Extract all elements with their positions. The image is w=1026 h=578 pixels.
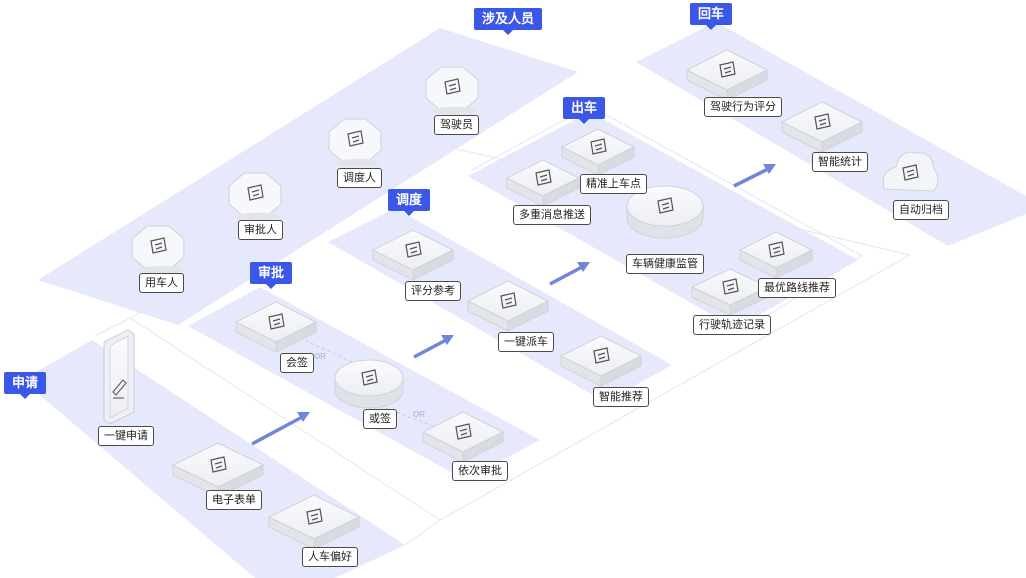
node-label-precise-pickup[interactable]: 精准上车点 — [580, 174, 647, 194]
node-approver[interactable] — [228, 172, 282, 221]
node-sequential[interactable] — [421, 411, 505, 463]
node-e-form[interactable] — [171, 442, 265, 498]
node-label-smart-recommend[interactable]: 智能推荐 — [593, 387, 649, 407]
flow-arrow-2 — [413, 337, 449, 359]
pie-chart-icon — [814, 113, 831, 130]
user-icon — [150, 237, 167, 254]
or-label-1: OR — [314, 352, 326, 361]
node-one-click-dispatch[interactable] — [466, 280, 550, 332]
list-doc-icon — [347, 130, 364, 147]
person-star-icon — [719, 61, 736, 78]
node-label-car-user[interactable]: 用车人 — [139, 273, 184, 293]
node-auto-archive[interactable] — [882, 151, 939, 192]
node-or-sign[interactable] — [334, 359, 404, 409]
stamp-user-icon — [247, 184, 264, 201]
node-label-vehicle-health[interactable]: 车辆健康监管 — [626, 254, 704, 274]
stage-tag-depart: 出车 — [563, 97, 606, 124]
node-dispatcher[interactable] — [328, 118, 382, 167]
form-icon — [210, 456, 227, 473]
location-pin-icon — [590, 138, 607, 155]
star-doc-icon — [405, 241, 422, 258]
node-driving-score[interactable] — [685, 49, 769, 101]
pen-icon — [112, 379, 127, 399]
node-label-driver[interactable]: 驾驶员 — [434, 115, 479, 135]
stage-tag-people: 涉及人员 — [474, 8, 543, 35]
or-connectors — [299, 337, 439, 429]
node-label-vehicle-pref[interactable]: 人车偏好 — [302, 547, 358, 567]
edit-doc-icon — [361, 369, 378, 386]
node-label-approver[interactable]: 审批人 — [238, 220, 283, 240]
node-vehicle-pref[interactable] — [267, 494, 361, 550]
node-smart-stats[interactable] — [780, 101, 864, 153]
car-icon — [657, 197, 674, 214]
node-label-or-sign[interactable]: 或签 — [363, 409, 397, 429]
stage-tag-apply: 申请 — [4, 372, 47, 399]
stage-tag-approve: 审批 — [250, 262, 293, 289]
node-label-smart-stats[interactable]: 智能统计 — [812, 152, 868, 172]
driver-icon — [444, 78, 461, 95]
hand-tap-icon — [500, 292, 517, 309]
node-label-best-route[interactable]: 最优路线推荐 — [758, 278, 836, 298]
node-label-one-click-dispatch[interactable]: 一键派车 — [498, 332, 554, 352]
or-label-2: OR — [413, 410, 425, 419]
checklist-icon — [268, 313, 285, 330]
node-precise-pickup[interactable] — [560, 128, 636, 176]
flow-arrow-1 — [251, 414, 305, 446]
node-score-ref[interactable] — [371, 229, 455, 281]
node-label-auto-archive[interactable]: 自动归档 — [893, 200, 949, 220]
node-label-e-form[interactable]: 电子表单 — [206, 490, 262, 510]
phone-device[interactable] — [103, 329, 135, 425]
stage-tag-return: 回车 — [690, 3, 733, 30]
node-label-track-record[interactable]: 行驶轨迹记录 — [693, 315, 771, 335]
node-smart-recommend[interactable] — [559, 335, 643, 387]
stage-tag-dispatch: 调度 — [388, 189, 431, 216]
folder-cloud-icon — [902, 164, 919, 181]
node-label-driving-score[interactable]: 驾驶行为评分 — [704, 97, 782, 117]
node-label-sequential[interactable]: 依次审批 — [452, 461, 508, 481]
node-label-countersign[interactable]: 会签 — [280, 353, 314, 373]
track-icon — [722, 278, 739, 295]
thumbs-up-icon — [593, 347, 610, 364]
flow-arrow-4 — [733, 166, 771, 188]
nodes-layer — [131, 49, 939, 550]
node-car-user[interactable] — [131, 225, 185, 274]
node-label-dispatcher[interactable]: 调度人 — [337, 168, 382, 188]
flow-arrow-3 — [549, 264, 585, 286]
bell-icon — [535, 169, 552, 186]
node-label-one-click-apply[interactable]: 一键申请 — [98, 426, 154, 446]
flow-arrows — [251, 164, 776, 446]
node-multi-notify[interactable] — [505, 159, 581, 207]
route-icon — [768, 241, 785, 258]
node-label-score-ref[interactable]: 评分参考 — [405, 281, 461, 301]
node-vehicle-health[interactable] — [626, 185, 704, 239]
node-driver[interactable] — [425, 66, 479, 115]
seat-icon — [306, 508, 323, 525]
node-countersign[interactable] — [234, 301, 318, 353]
node-label-multi-notify[interactable]: 多重消息推送 — [513, 205, 591, 225]
stamp-icon — [455, 423, 472, 440]
